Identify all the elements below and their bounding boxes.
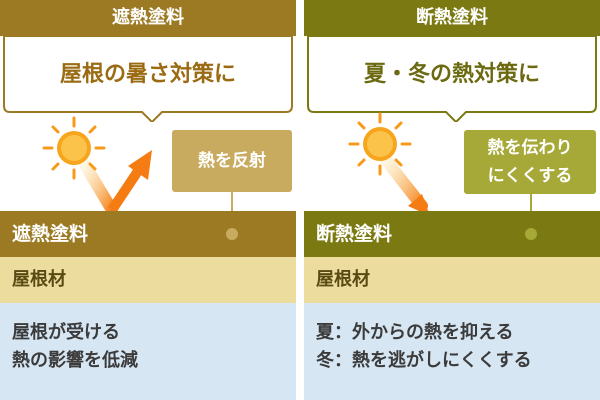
effect-text: 屋根が受ける 熱の影響を低減 (12, 319, 138, 375)
note-line: にくくする (487, 166, 573, 186)
heat-arrow-icon (107, 165, 145, 213)
heat-arrow-icon (128, 150, 152, 180)
coating-layer: 遮熱塗料 (0, 211, 296, 257)
effect-line: 冬：熱を逃がしにくくする (316, 350, 532, 371)
note-anchor-dot (525, 228, 537, 240)
roof-layer-label: 屋根材 (316, 269, 370, 290)
panel-heat-insulation: 断熱塗料 夏・冬の熱対策に (304, 0, 600, 400)
effect-line: 熱の影響を低減 (12, 350, 138, 371)
effect-layer: 夏：外からの熱を抑える 冬：熱を逃がしにくくする (304, 303, 600, 400)
bubble-text: 屋根の暑さ対策に (59, 62, 236, 87)
roof-layer-label: 屋根材 (12, 269, 66, 290)
effect-line: 屋根が受ける (12, 322, 120, 343)
note-line: 熱を反射 (198, 151, 266, 171)
speech-bubble-shape (307, 35, 597, 122)
coating-layer-label: 遮熱塗料 (12, 223, 89, 245)
coating-layer-label: 断熱塗料 (316, 223, 393, 245)
speech-bubble: 屋根の暑さ対策に (2, 34, 294, 122)
sun-icon (348, 112, 412, 176)
panel-title: 断熱塗料 (304, 0, 600, 36)
note-line: 熱を伝わり (487, 138, 573, 158)
panel-heat-shield: 遮熱塗料 屋根の暑さ対策に (0, 0, 296, 400)
roof-layer: 屋根材 (0, 257, 296, 303)
effect-text: 夏：外からの熱を抑える 冬：熱を逃がしにくくする (316, 319, 532, 375)
coating-layer: 断熱塗料 (304, 211, 600, 257)
effect-layer: 屋根が受ける 熱の影響を低減 (0, 303, 296, 400)
speech-bubble: 夏・冬の熱対策に (306, 34, 598, 122)
heat-insulation-note: 熱を伝わり にくくする (464, 130, 596, 194)
effect-line: 夏：外からの熱を抑える (316, 322, 514, 343)
heat-arrow-icon (408, 194, 430, 216)
heat-arrow-icon (380, 154, 428, 212)
note-anchor-dot (226, 228, 238, 240)
roof-layer: 屋根材 (304, 257, 600, 303)
heat-reflect-note: 熱を反射 (172, 130, 292, 192)
heat-arrow-icon (79, 159, 118, 216)
heat-illustration (42, 116, 152, 216)
bubble-text: 夏・冬の熱対策に (363, 62, 540, 87)
sun-icon (42, 116, 106, 180)
speech-bubble-shape (3, 35, 293, 122)
panel-title: 遮熱塗料 (0, 0, 296, 36)
